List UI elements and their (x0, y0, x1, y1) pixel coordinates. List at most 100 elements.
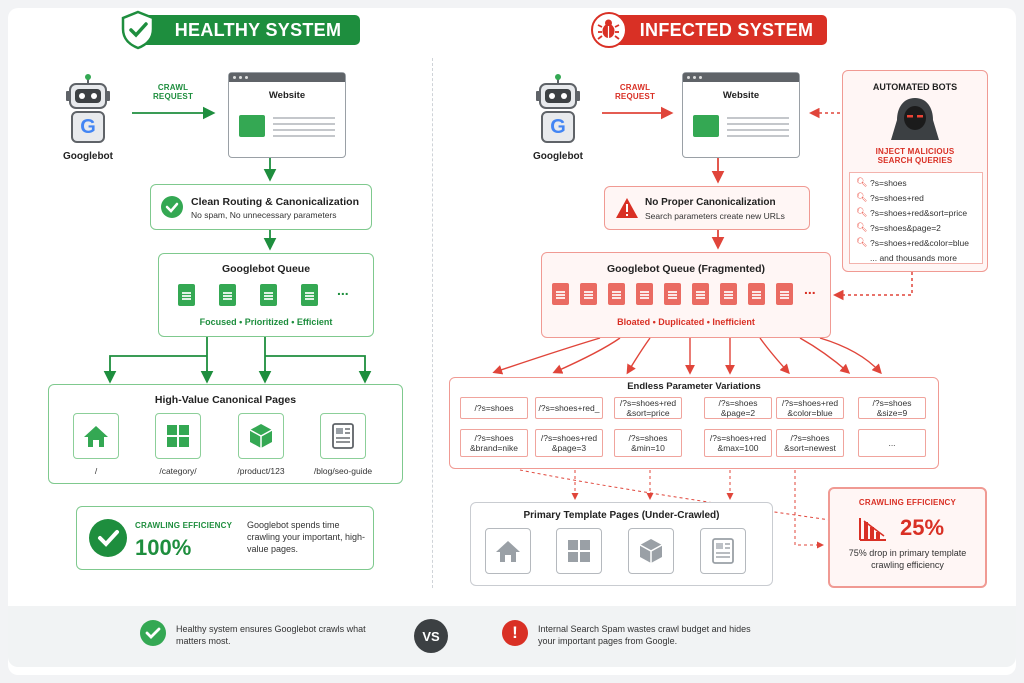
website-window: Website (228, 72, 346, 158)
infected-header: INFECTED SYSTEM (612, 15, 827, 45)
no-canonicalization-box: No Proper Canonicalization Search parame… (604, 186, 810, 230)
canonical-page-label: /category/ (159, 466, 197, 476)
search-icon: 🔍︎ (856, 177, 868, 187)
malicious-query-list: 🔍︎?s=shoes 🔍︎?s=shoes+red 🔍︎?s=shoes+red… (849, 172, 983, 264)
parameter-url-box: /?s=shoes &sort=newest (776, 429, 844, 457)
queued-page-icon (720, 283, 737, 305)
crawl-request-label: CRAWL REQUEST (607, 83, 663, 101)
automated-bots-box: AUTOMATED BOTS INJECT MALICIOUS SEARCH Q… (842, 70, 988, 272)
no-canonicalization-subtitle: Search parameters create new URLs (645, 211, 785, 221)
fragmented-queue-title: Googlebot Queue (Fragmented) (606, 263, 766, 275)
queued-page-icon (776, 283, 793, 305)
template-pages-title: Primary Template Pages (Under-Crawled) (523, 510, 720, 521)
grid-icon (568, 540, 590, 562)
parameter-url-box: /?s=shoes &min=10 (614, 429, 682, 457)
canonical-page-home (73, 413, 119, 459)
canonical-page-label: /product/123 (237, 466, 285, 476)
queued-page-icon (636, 283, 653, 305)
parameter-url-box: /?s=shoes+red &sort=price (614, 397, 682, 419)
website-window: Website (682, 72, 800, 158)
website-label: Website (268, 90, 306, 101)
googlebot-queue-box: Googlebot Queue ... Focused • Prioritize… (158, 253, 374, 337)
cube-icon (249, 424, 273, 448)
cube-icon (639, 539, 663, 563)
decline-chart-icon (858, 516, 888, 542)
crawl-request-label: CRAWL REQUEST (145, 83, 201, 101)
browser-titlebar (683, 73, 799, 82)
parameter-variations-box: Endless Parameter Variations (449, 377, 939, 469)
query-item: 🔍︎?s=shoes (856, 175, 976, 190)
google-g-logo: G (80, 116, 96, 138)
query-item: 🔍︎?s=shoes&page=2 (856, 220, 976, 235)
crawl-request-line1: CRAWL (157, 83, 189, 92)
search-icon: 🔍︎ (856, 222, 868, 232)
queue-tags: Focused • Prioritized • Efficient (199, 317, 333, 327)
healthy-header: HEALTHY SYSTEM (140, 15, 360, 45)
query-item: 🔍︎?s=shoes+red&color=blue (856, 235, 976, 250)
inject-line1: INJECT MALICIOUS (875, 147, 955, 156)
queued-page-icon (608, 283, 625, 305)
website-image-placeholder (693, 115, 719, 137)
clean-routing-subtitle: No spam, No unnecessary parameters (191, 210, 337, 220)
vs-badge: VS (414, 619, 448, 653)
queued-page-icon (748, 283, 765, 305)
infected-header-text: INFECTED SYSTEM (639, 19, 814, 40)
query-item: 🔍︎?s=shoes+red (856, 190, 976, 205)
parameter-url-box: /?s=shoes+red &color=blue (776, 397, 844, 419)
vs-text: VS (422, 628, 440, 644)
healthy-header-text: HEALTHY SYSTEM (174, 19, 342, 40)
crawl-request-line1: CRAWL (619, 83, 651, 92)
search-icon: 🔍︎ (856, 207, 868, 217)
inject-line2: SEARCH QUERIES (877, 156, 953, 165)
canonical-page-blog (320, 413, 366, 459)
template-page-blog (700, 528, 746, 574)
infected-efficiency-text: 75% drop in primary template crawling ef… (848, 548, 967, 570)
parameter-url-box: /?s=shoes &brand=nike (460, 429, 528, 457)
inject-label: INJECT MALICIOUS SEARCH QUERIES (843, 147, 987, 165)
parameter-url-box: /?s=shoes+red &max=100 (704, 429, 772, 457)
healthy-efficiency-value: 100% (135, 535, 192, 560)
parameter-url-box: /?s=shoes (460, 397, 528, 419)
shield-check-icon (120, 10, 156, 50)
queued-page-icon (260, 284, 277, 306)
queued-page-icon (552, 283, 569, 305)
parameter-url-box: /?s=shoes+red &page=3 (535, 429, 603, 457)
browser-titlebar (229, 73, 345, 82)
template-page-product (628, 528, 674, 574)
article-icon (332, 423, 354, 449)
parameter-url-box: ... (858, 429, 926, 457)
query-text: ?s=shoes+red (870, 192, 924, 203)
queue-more: ... (337, 282, 349, 298)
search-icon: 🔍︎ (856, 192, 868, 202)
queued-page-icon (692, 283, 709, 305)
hacker-icon (887, 96, 943, 140)
google-g-logo: G (550, 116, 566, 138)
automated-bots-title: AUTOMATED BOTS (872, 82, 958, 92)
canonical-page-label: /blog/seo-guide (313, 466, 373, 476)
query-text: ?s=shoes+red&sort=price (870, 207, 968, 218)
check-circle-icon (161, 196, 183, 218)
warning-icon (615, 197, 639, 219)
queued-page-icon (580, 283, 597, 305)
canonical-page-product (238, 413, 284, 459)
fragmented-queue-more: ... (804, 281, 816, 297)
website-label: Website (722, 90, 760, 101)
infected-efficiency-value: 25% (900, 515, 945, 540)
grid-icon (167, 425, 189, 447)
parameter-url-box: /?s=shoes &size=9 (858, 397, 926, 419)
canonical-page-label: / (94, 466, 98, 476)
website-image-placeholder (239, 115, 265, 137)
website-text-lines (273, 117, 335, 119)
healthy-efficiency-label: CRAWLING EFFICIENCY (135, 521, 233, 530)
crawl-request-line2: REQUEST (152, 92, 194, 101)
infected-efficiency-label: CRAWLING EFFICIENCY (858, 498, 957, 507)
canonical-pages-title: High-Value Canonical Pages (154, 394, 297, 406)
parameter-url-box: /?s=shoes &page=2 (704, 397, 772, 419)
footer-healthy-text: Healthy system ensures Googlebot crawls … (176, 624, 366, 646)
queued-page-icon (219, 284, 236, 306)
template-page-category (556, 528, 602, 574)
healthy-efficiency-box: CRAWLING EFFICIENCY 100% Googlebot spend… (76, 506, 374, 570)
queued-page-icon (301, 284, 318, 306)
check-circle-large-icon (89, 519, 127, 557)
query-item: 🔍︎?s=shoes+red&sort=price (856, 205, 976, 220)
